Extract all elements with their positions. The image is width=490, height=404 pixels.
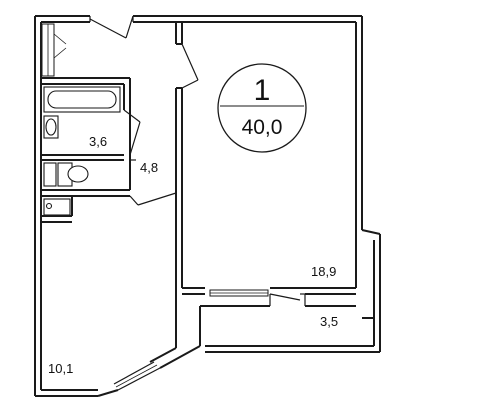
window-left-upper: [41, 23, 67, 77]
bathtub: [43, 86, 121, 113]
total-area: 40,0: [242, 116, 283, 139]
toilet: [43, 162, 89, 187]
living-room-area: 18,9: [311, 264, 336, 279]
kitchen-area: 10,1: [48, 361, 73, 376]
room-count: 1: [254, 74, 271, 107]
apartment-badge: 1 40,0: [217, 63, 307, 153]
loggia-area: 3,5: [320, 314, 338, 329]
exterior-walls: [34, 15, 381, 397]
kitchen-stove: [43, 198, 71, 216]
bathroom-sink: [43, 115, 59, 139]
bathroom-area: 3,6: [89, 134, 107, 149]
corridor-area: 4,8: [140, 160, 158, 175]
entrance-door: [89, 15, 134, 39]
interior-walls: [41, 22, 374, 397]
window-kitchen: [113, 361, 161, 391]
